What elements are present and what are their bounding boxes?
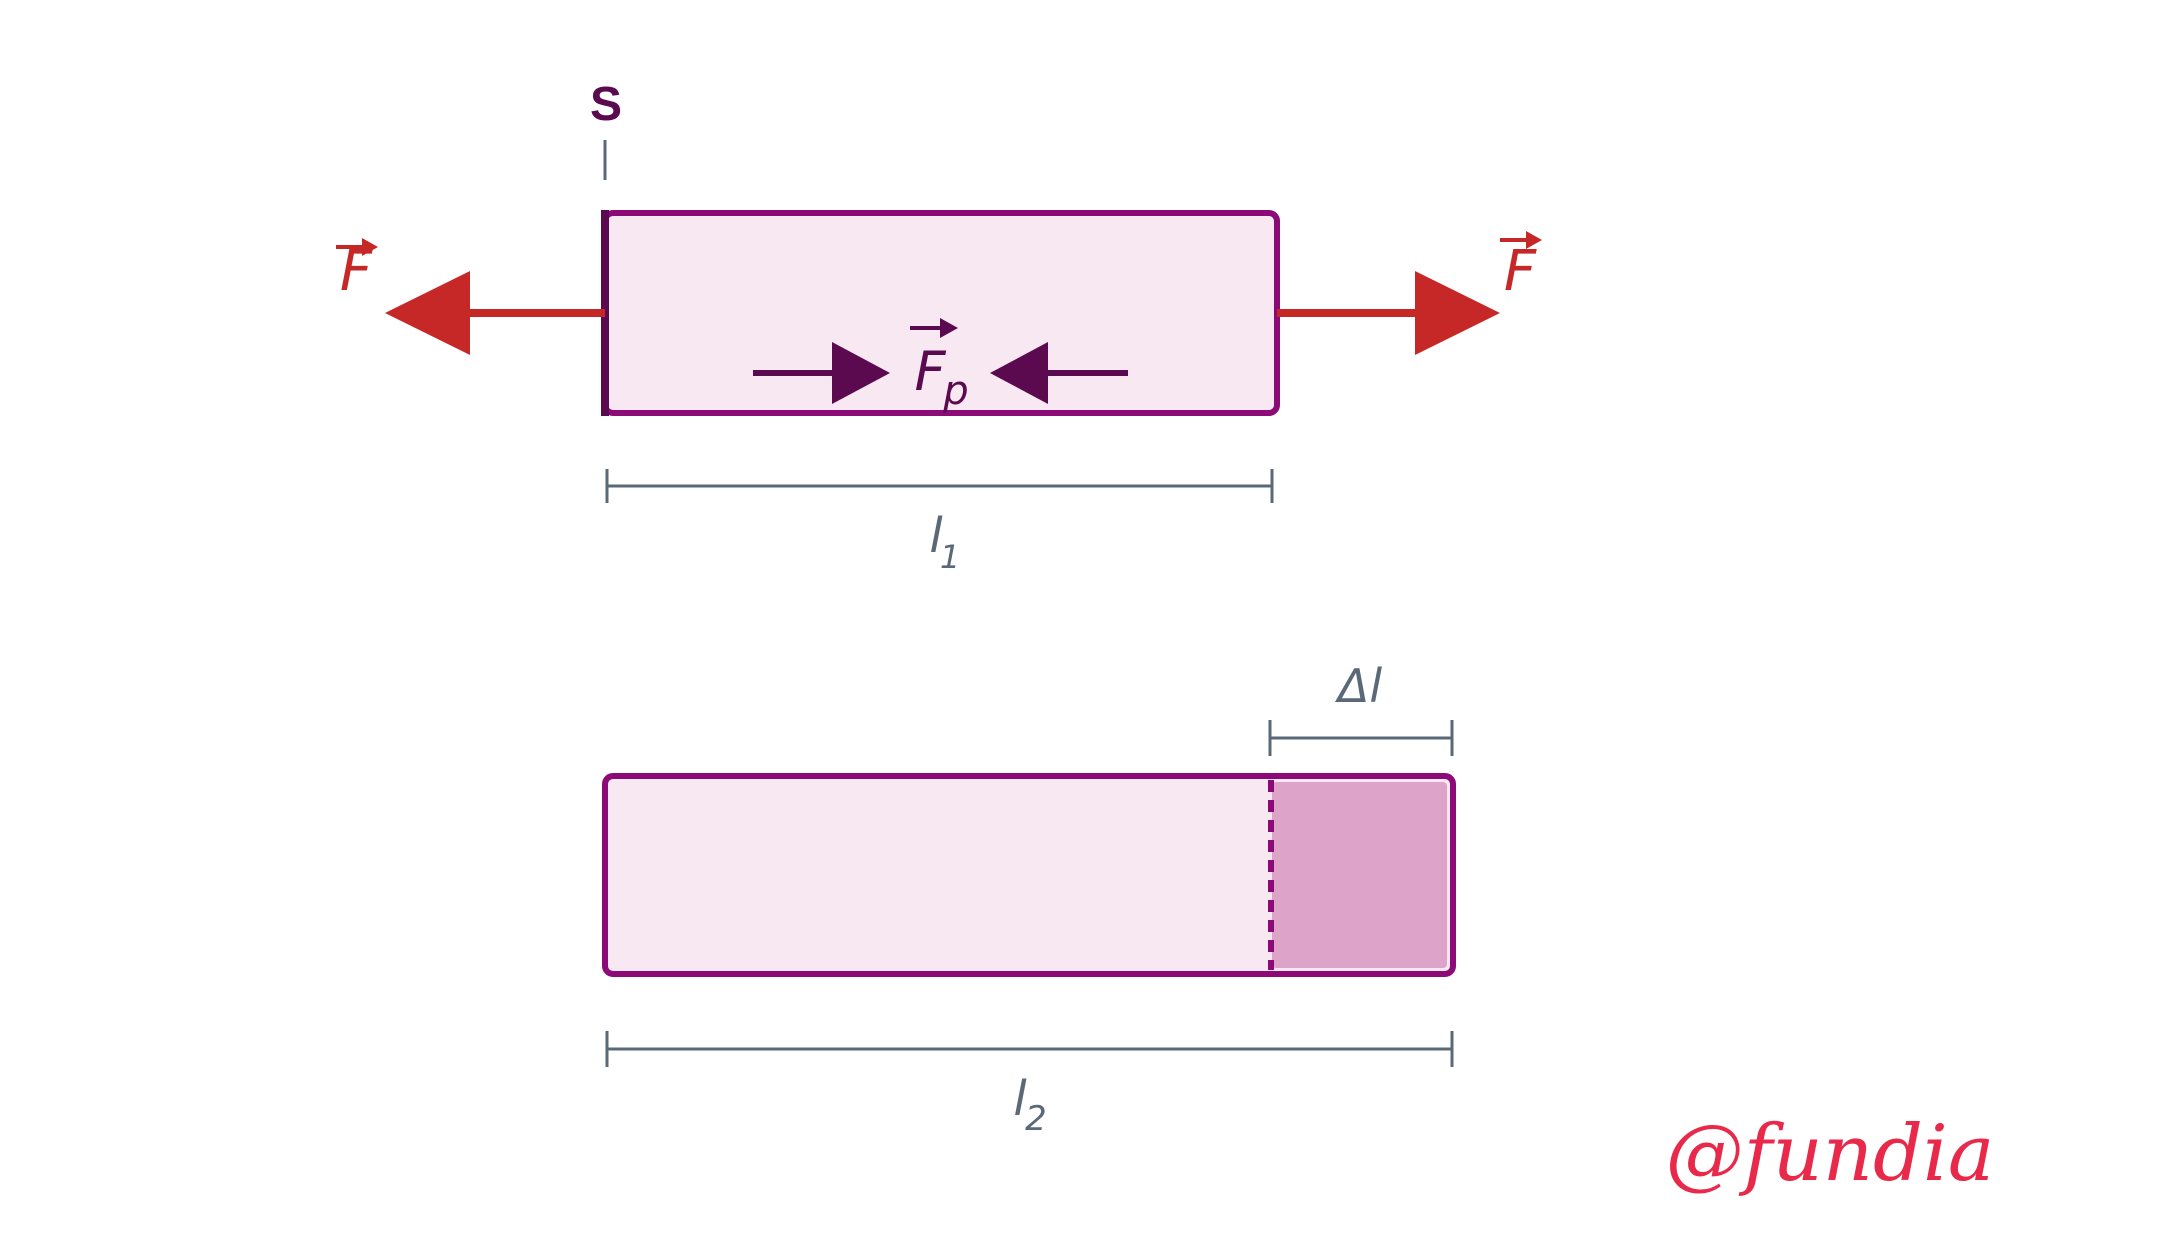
- vector-arrow-icon: [1500, 231, 1542, 249]
- svg-text:l: l: [929, 508, 943, 564]
- arrow-left-icon: [990, 342, 1048, 404]
- inner-force-label: F p: [910, 318, 969, 414]
- vector-arrow-icon: [336, 238, 378, 256]
- dimension-l2: [605, 1031, 1454, 1067]
- delta-label: Δl: [1335, 659, 1382, 713]
- l1-label: l 1: [929, 508, 960, 576]
- force-left-label: F: [336, 238, 378, 304]
- force-right-arrow: [1277, 271, 1500, 355]
- arrow-right-icon: [832, 342, 890, 404]
- svg-text:l: l: [1013, 1071, 1027, 1127]
- vector-arrow-icon: [910, 318, 958, 338]
- arrow-left-icon: [385, 271, 470, 355]
- force-left-arrow: [385, 271, 605, 355]
- support-label: S: [590, 78, 622, 131]
- bottom-bar: [602, 773, 1456, 977]
- watermark: @fundia: [1666, 1109, 1995, 1199]
- arrow-right-icon: [1415, 271, 1500, 355]
- l2-label: l 2: [1013, 1071, 1046, 1139]
- svg-text:2: 2: [1025, 1099, 1047, 1139]
- force-right-label: F: [1500, 231, 1542, 304]
- top-bar-group: S F F: [336, 78, 1542, 576]
- inner-force-left-arrow: [990, 342, 1128, 404]
- svg-text:p: p: [942, 368, 968, 414]
- dimension-delta: [1268, 720, 1454, 756]
- svg-text:F: F: [1504, 239, 1537, 304]
- bottom-bar-group: Δl l 2: [602, 659, 1456, 1139]
- svg-text:1: 1: [940, 538, 960, 576]
- elongation-region: [1272, 782, 1447, 968]
- dimension-l1: [605, 469, 1274, 503]
- svg-text:F: F: [914, 340, 946, 403]
- inner-force-right-arrow: [753, 342, 890, 404]
